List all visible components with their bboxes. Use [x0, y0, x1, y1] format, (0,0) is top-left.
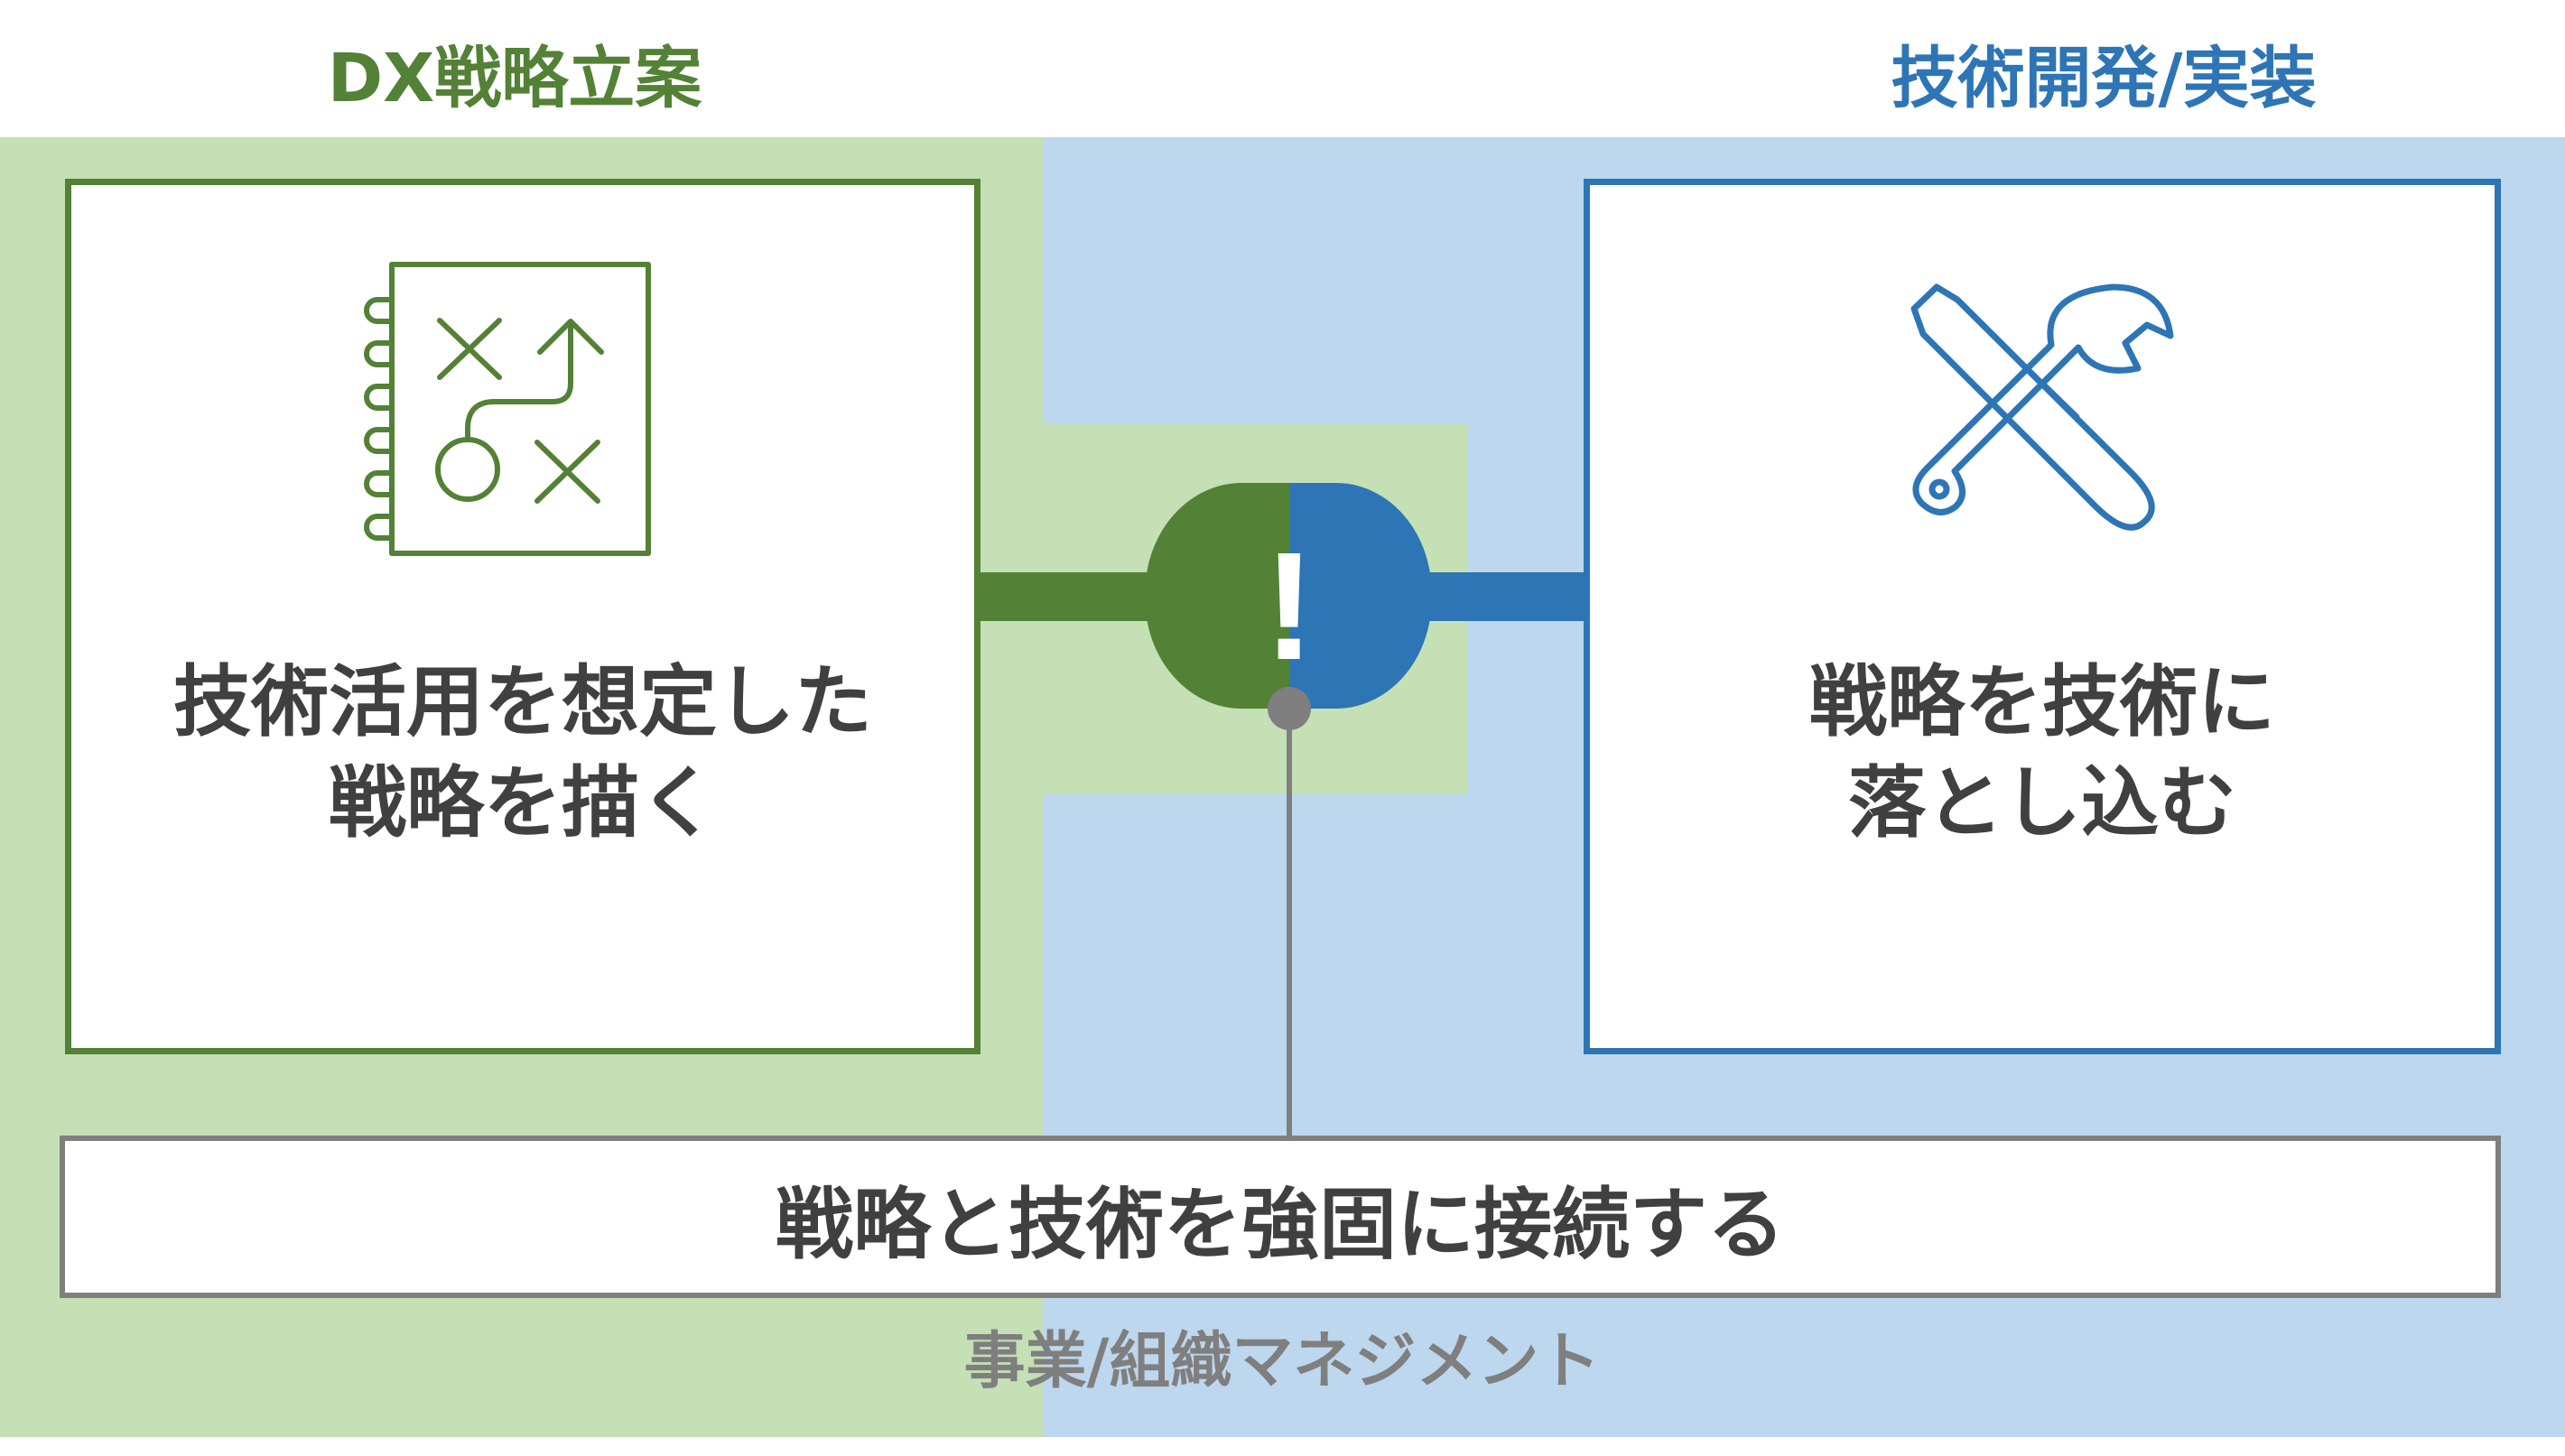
tools-icon	[1910, 283, 2174, 531]
heading-tech-development: 技術開発/実装	[1891, 40, 2317, 117]
management-label: 事業/組織マネジメント	[963, 1326, 1601, 1397]
exclamation-mark: !	[1264, 521, 1315, 692]
heading-dx-strategy: DX戦略立案	[327, 40, 702, 117]
strategy-box	[65, 179, 980, 1054]
tech-box	[1584, 179, 2501, 1054]
strategy-playbook-icon	[364, 262, 651, 556]
connector-bar-left	[980, 572, 1148, 621]
connector-node	[1268, 687, 1311, 730]
exclamation-capsule-icon: !	[1145, 483, 1432, 709]
connector-bar-right	[1427, 572, 1584, 621]
tech-box-text: 戦略を技術に 落とし込む	[1809, 657, 2275, 849]
connect-bar	[60, 1136, 2501, 1298]
connect-bar-text: 戦略と技術を強固に接続する	[776, 1179, 1785, 1270]
strategy-box-text: 技術活用を想定した 戦略を描く	[173, 657, 872, 849]
